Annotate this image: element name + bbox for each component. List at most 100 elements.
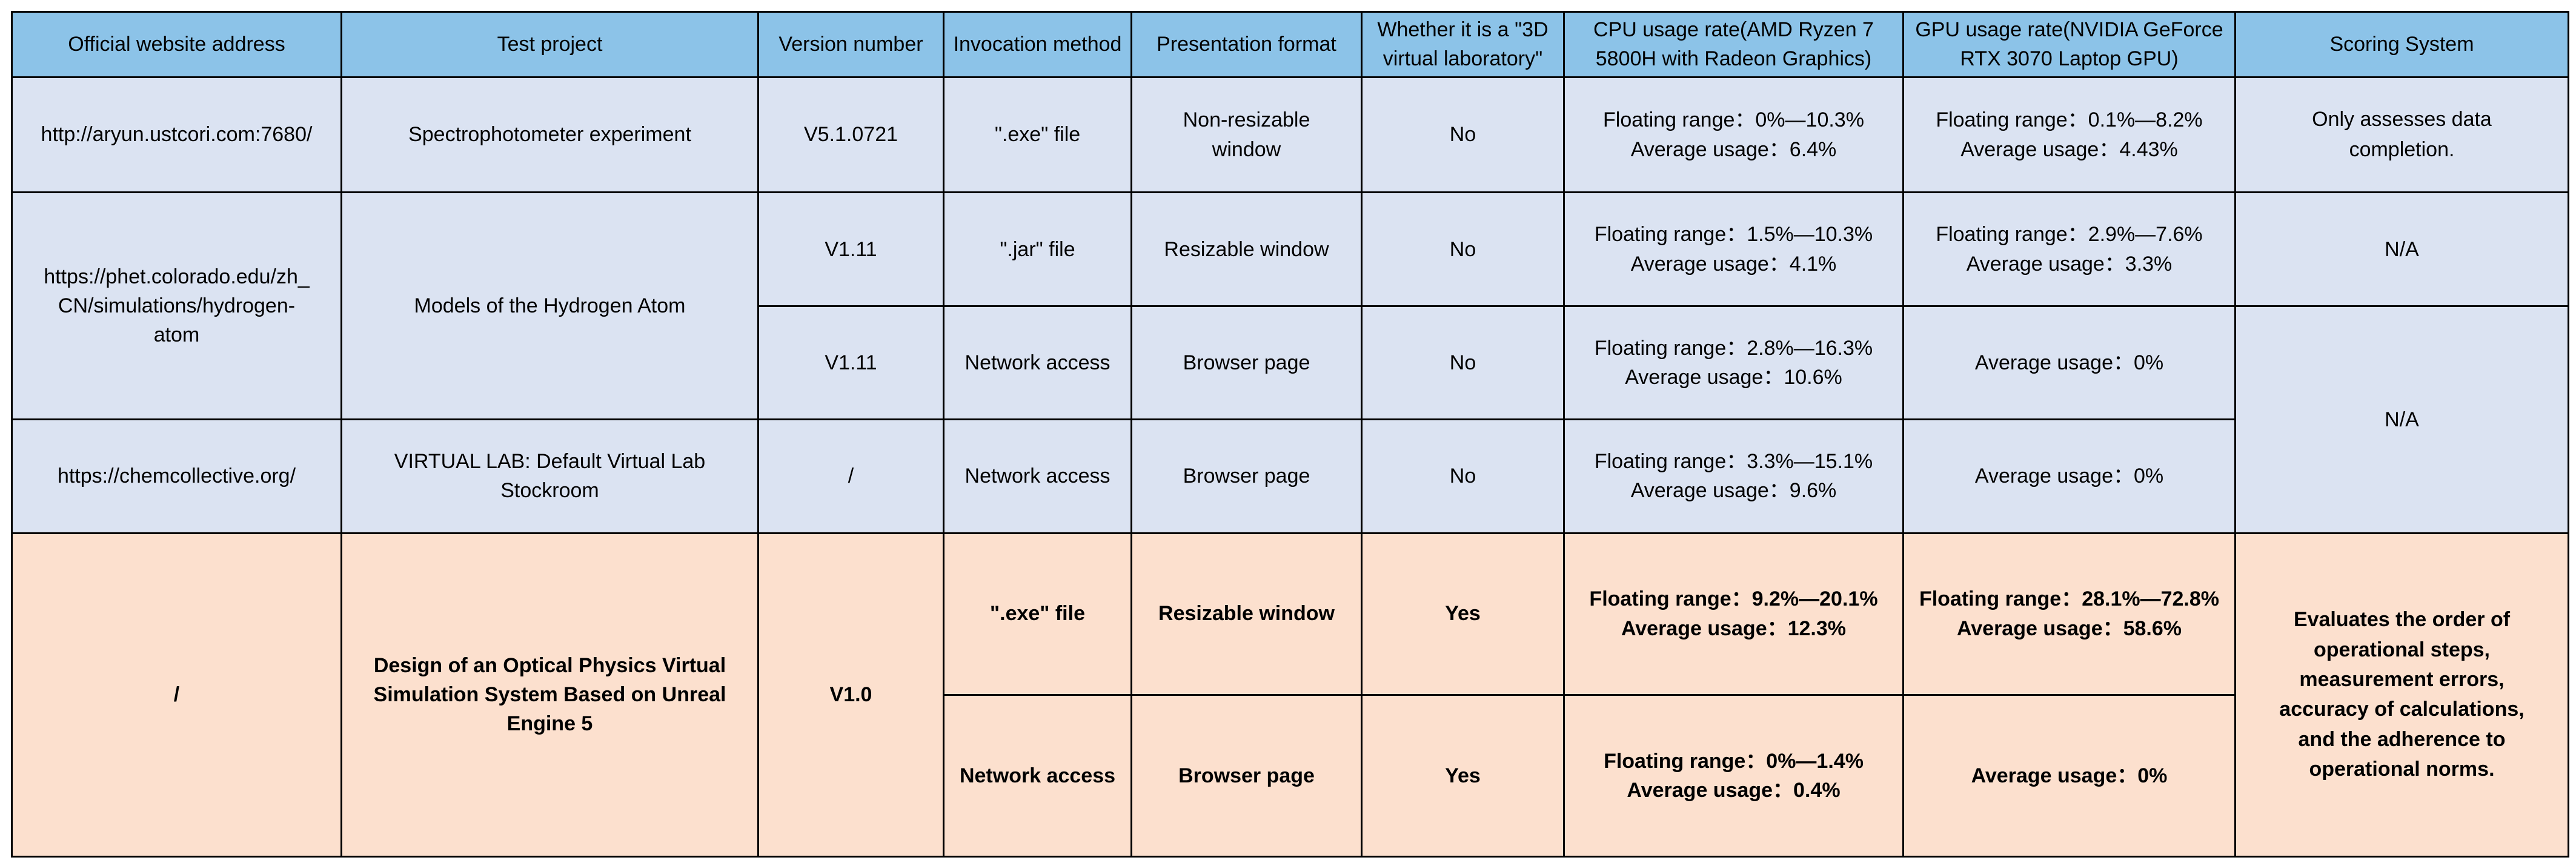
cell-version: V1.11 bbox=[757, 305, 944, 421]
header-presentation-format: Presentation format bbox=[1130, 11, 1363, 78]
cell-presentation: Browser page bbox=[1130, 693, 1363, 858]
cell-website: https://chemcollective.org/ bbox=[11, 418, 342, 534]
cell-version: V1.11 bbox=[757, 191, 944, 307]
gpu-floating-range: Floating range：2.9%—7.6% bbox=[1936, 223, 2203, 246]
cell-gpu-usage: Floating range：2.9%—7.6% Average usage：3… bbox=[1902, 191, 2236, 307]
cpu-floating-range: Floating range：1.5%—10.3% bbox=[1594, 223, 1873, 246]
cell-cpu-usage: Floating range：1.5%—10.3% Average usage：… bbox=[1563, 191, 1904, 307]
cell-project: VIRTUAL LAB: Default Virtual Lab Stockro… bbox=[340, 418, 759, 534]
header-official-website-address: Official website address bbox=[11, 11, 342, 78]
cell-gpu-usage: Floating range：0.1%—8.2% Average usage：4… bbox=[1902, 76, 2236, 194]
gpu-average-usage: Average usage：58.6% bbox=[1956, 616, 2182, 640]
project-line-2: Stockroom bbox=[500, 479, 599, 503]
cell-project: Design of an Optical Physics Virtual Sim… bbox=[340, 532, 759, 858]
scoring-line-3: measurement errors, bbox=[2299, 667, 2505, 691]
cell-presentation: Non-resizable window bbox=[1130, 76, 1363, 194]
scoring-line-4: accuracy of calculations, bbox=[2279, 698, 2525, 721]
cell-invocation: ".jar" file bbox=[943, 191, 1132, 307]
scoring-line-5: and the adherence to bbox=[2298, 727, 2506, 751]
header-cpu-usage-rate: CPU usage rate(AMD Ryzen 7 5800H with Ra… bbox=[1563, 11, 1904, 78]
website-line-2: CN/simulations/hydrogen- bbox=[58, 294, 296, 318]
gpu-average-usage: Average usage：3.3% bbox=[1966, 252, 2173, 276]
cell-cpu-usage: Floating range：0%—1.4% Average usage：0.4… bbox=[1563, 693, 1904, 858]
cell-invocation: Network access bbox=[943, 305, 1132, 421]
table-row: https://chemcollective.org/ VIRTUAL LAB:… bbox=[11, 418, 2569, 534]
cell-is-3d: No bbox=[1361, 418, 1565, 534]
table-row: V1.11 Network access Browser page No Flo… bbox=[12, 305, 2569, 534]
cell-version: V5.1.0721 bbox=[757, 76, 944, 194]
cell-invocation: ".exe" file bbox=[943, 532, 1132, 696]
cell-presentation: Browser page bbox=[1130, 418, 1363, 534]
project-line-2: Simulation System Based on Unreal bbox=[373, 683, 726, 707]
cpu-floating-range: Floating range：2.8%—16.3% bbox=[1594, 336, 1873, 360]
table-row-highlighted: Network access Browser page Yes Floating… bbox=[12, 693, 2569, 858]
cell-presentation: Browser page bbox=[1130, 305, 1363, 421]
cell-cpu-usage: Floating range：3.3%—15.1% Average usage：… bbox=[1563, 418, 1904, 534]
project-line-1: VIRTUAL LAB: Default Virtual Lab bbox=[394, 450, 706, 474]
cell-website: / bbox=[11, 532, 342, 858]
presentation-line-2: window bbox=[1212, 137, 1281, 161]
scoring-line-2: operational steps, bbox=[2314, 638, 2490, 661]
project-line-3: Engine 5 bbox=[506, 712, 593, 736]
cell-scoring-system: Evaluates the order of operational steps… bbox=[2234, 532, 2569, 858]
cell-website: http://aryun.ustcori.com:7680/ bbox=[11, 76, 342, 194]
cell-cpu-usage: Floating range：0%—10.3% Average usage：6.… bbox=[1563, 76, 1904, 194]
website-line-3: atom bbox=[153, 323, 200, 347]
cell-gpu-usage: Floating range：28.1%—72.8% Average usage… bbox=[1902, 532, 2236, 696]
cell-is-3d: Yes bbox=[1361, 693, 1565, 858]
header-test-project: Test project bbox=[340, 11, 759, 78]
cell-cpu-usage: Floating range：2.8%—16.3% Average usage：… bbox=[1563, 305, 1904, 421]
cell-gpu-usage: Average usage：0% bbox=[1902, 418, 2236, 534]
scoring-line-2: completion. bbox=[2349, 137, 2455, 161]
cell-invocation: ".exe" file bbox=[943, 76, 1132, 194]
cpu-floating-range: Floating range：0%—1.4% bbox=[1604, 749, 1864, 773]
cell-gpu-usage: Average usage：0% bbox=[1902, 305, 2236, 421]
comparison-table: Official website address Test project Ve… bbox=[11, 11, 2569, 858]
cell-is-3d: Yes bbox=[1361, 532, 1565, 696]
header-version-number: Version number bbox=[757, 11, 944, 78]
gpu-floating-range: Floating range：0.1%—8.2% bbox=[1936, 108, 2203, 132]
scoring-line-1: Only assesses data bbox=[2312, 108, 2492, 131]
cell-is-3d: No bbox=[1361, 76, 1565, 194]
cell-scoring-system: N/A bbox=[2234, 191, 2569, 307]
scoring-line-6: operational norms. bbox=[2309, 757, 2495, 781]
cell-presentation: Resizable window bbox=[1130, 532, 1363, 696]
gpu-floating-range: Floating range：28.1%—72.8% bbox=[1919, 587, 2220, 611]
cell-website: https://phet.colorado.edu/zh_ CN/simulat… bbox=[11, 191, 342, 421]
cell-version: / bbox=[757, 418, 944, 534]
website-line-1: https://phet.colorado.edu/zh_ bbox=[44, 265, 310, 288]
cell-version: V1.0 bbox=[757, 532, 944, 858]
cpu-floating-range: Floating range：9.2%—20.1% bbox=[1589, 587, 1878, 611]
cpu-average-usage: Average usage：4.1% bbox=[1630, 252, 1837, 276]
header-is-3d-virtual-laboratory: Whether it is a "3D virtual laboratory" bbox=[1361, 11, 1565, 78]
table-row: http://aryun.ustcori.com:7680/ Spectroph… bbox=[11, 76, 2569, 194]
cell-project: Spectrophotometer experiment bbox=[340, 76, 759, 194]
table-row: https://phet.colorado.edu/zh_ CN/simulat… bbox=[11, 191, 2569, 421]
project-line-1: Design of an Optical Physics Virtual bbox=[373, 653, 726, 677]
cpu-average-usage: Average usage：6.4% bbox=[1630, 137, 1837, 161]
scoring-line-1: Evaluates the order of bbox=[2293, 608, 2511, 632]
cpu-average-usage: Average usage：10.6% bbox=[1625, 365, 1842, 389]
cell-invocation: Network access bbox=[943, 418, 1132, 534]
cpu-average-usage: Average usage：0.4% bbox=[1627, 778, 1841, 802]
header-gpu-usage-rate: GPU usage rate(NVIDIA GeForce RTX 3070 L… bbox=[1902, 11, 2236, 78]
gpu-average-usage: Average usage：4.43% bbox=[1960, 137, 2178, 161]
cell-presentation: Resizable window bbox=[1130, 191, 1363, 307]
cell-project: Models of the Hydrogen Atom bbox=[340, 191, 759, 421]
cell-scoring-system: Only assesses data completion. bbox=[2234, 76, 2569, 194]
cpu-average-usage: Average usage：12.3% bbox=[1621, 616, 1847, 640]
table-row-highlighted: / Design of an Optical Physics Virtual S… bbox=[11, 532, 2569, 858]
cell-gpu-usage: Average usage：0% bbox=[1902, 693, 2236, 858]
header-scoring-system: Scoring System bbox=[2234, 11, 2569, 78]
cell-is-3d: No bbox=[1361, 191, 1565, 307]
header-invocation-method: Invocation method bbox=[943, 11, 1132, 78]
cell-is-3d: No bbox=[1361, 305, 1565, 421]
cell-cpu-usage: Floating range：9.2%—20.1% Average usage：… bbox=[1563, 532, 1904, 696]
cpu-average-usage: Average usage：9.6% bbox=[1630, 479, 1837, 503]
cpu-floating-range: Floating range：0%—10.3% bbox=[1603, 108, 1864, 132]
cpu-floating-range: Floating range：3.3%—15.1% bbox=[1594, 450, 1873, 474]
table-header-row: Official website address Test project Ve… bbox=[11, 11, 2569, 78]
cell-invocation: Network access bbox=[943, 693, 1132, 858]
presentation-line-1: Non-resizable bbox=[1183, 108, 1310, 132]
